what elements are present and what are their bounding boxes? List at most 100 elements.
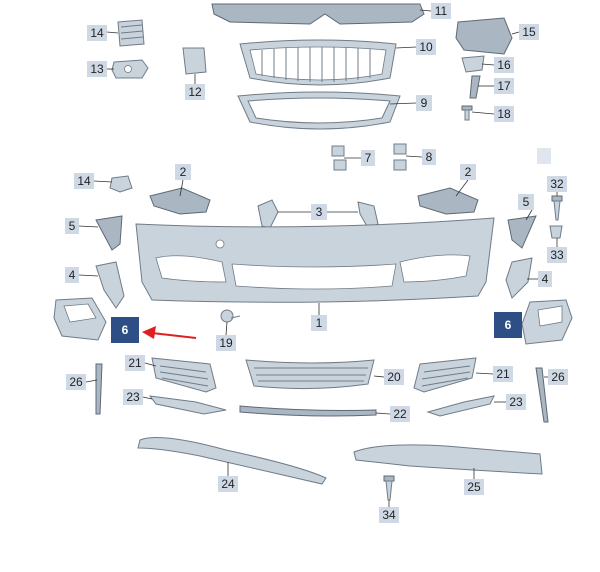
- callout-1[interactable]: 1: [311, 315, 327, 331]
- svg-text:33: 33: [550, 248, 564, 262]
- callout-18[interactable]: 18: [494, 106, 514, 122]
- callout-16[interactable]: 16: [494, 57, 514, 73]
- part-18-screw: [461, 105, 473, 121]
- callout-5-right[interactable]: 5: [518, 194, 534, 210]
- callout-8[interactable]: 8: [422, 149, 436, 165]
- callout-6-left[interactable]: 6: [111, 317, 139, 343]
- svg-text:16: 16: [497, 58, 511, 72]
- callout-32[interactable]: 32: [547, 176, 567, 192]
- part-23-trim-right: [426, 395, 495, 417]
- svg-text:4: 4: [69, 268, 76, 282]
- svg-text:24: 24: [221, 477, 235, 491]
- part-14-vent-top: [117, 19, 145, 47]
- svg-text:15: 15: [522, 25, 536, 39]
- part-2-bracket-left: [149, 187, 211, 215]
- part-6-cover-left: [53, 297, 107, 341]
- svg-text:23: 23: [509, 395, 523, 409]
- part-19-sensor: [220, 309, 241, 323]
- leader-lines: [78, 9, 558, 507]
- part-26-strip-right: [535, 367, 549, 423]
- callout-23-right[interactable]: 23: [506, 394, 526, 410]
- svg-text:3: 3: [316, 205, 323, 219]
- callout-11[interactable]: 11: [431, 3, 451, 19]
- callout-10[interactable]: 10: [416, 39, 436, 55]
- part-21-grille-left: [151, 357, 217, 393]
- callout-7[interactable]: 7: [361, 150, 375, 166]
- part-24-spoiler: [137, 437, 327, 485]
- callout-22[interactable]: 22: [390, 406, 410, 422]
- callout-2-right[interactable]: 2: [460, 164, 476, 180]
- callout-21-right[interactable]: 21: [493, 366, 513, 382]
- callout-2-left[interactable]: 2: [175, 164, 191, 180]
- part-4-bracket-left: [95, 261, 125, 309]
- part-12-clip: [182, 47, 207, 75]
- part-25-underbody: [353, 444, 543, 475]
- svg-text:34: 34: [382, 508, 396, 522]
- callout-17[interactable]: 17: [494, 78, 514, 94]
- svg-text:21: 21: [496, 367, 510, 381]
- callout-14-top[interactable]: 14: [87, 25, 107, 41]
- callout-3[interactable]: 3: [311, 204, 327, 220]
- svg-text:11: 11: [435, 4, 448, 18]
- part-7-clips: [331, 145, 347, 171]
- part-3-guide-right: [357, 201, 379, 229]
- callout-23-left[interactable]: 23: [123, 389, 143, 405]
- svg-text:14: 14: [90, 26, 104, 40]
- svg-text:18: 18: [497, 107, 511, 121]
- callout-9[interactable]: 9: [416, 95, 432, 111]
- svg-text:26: 26: [69, 375, 83, 389]
- callout-25[interactable]: 25: [464, 479, 484, 495]
- callout-14-side[interactable]: 14: [74, 173, 94, 189]
- svg-text:13: 13: [90, 62, 104, 76]
- callout-6-right[interactable]: 6: [494, 312, 522, 338]
- callout-13[interactable]: 13: [87, 61, 107, 77]
- callout-24[interactable]: 24: [218, 476, 238, 492]
- svg-text:6: 6: [505, 318, 512, 332]
- svg-text:6: 6: [122, 323, 129, 337]
- blank-square: [537, 148, 551, 164]
- part-1-bumper-cover: [135, 217, 495, 303]
- callout-21-left[interactable]: 21: [125, 355, 145, 371]
- svg-text:25: 25: [467, 480, 481, 494]
- part-32-screw: [551, 195, 563, 221]
- part-26-strip-left: [95, 363, 103, 415]
- part-5-deflector-right: [507, 215, 537, 249]
- callout-34[interactable]: 34: [379, 507, 399, 523]
- svg-text:22: 22: [393, 407, 407, 421]
- callout-12[interactable]: 12: [185, 84, 205, 100]
- part-8-clips: [393, 143, 407, 171]
- callout-26-left[interactable]: 26: [66, 374, 86, 390]
- svg-text:19: 19: [219, 336, 233, 350]
- part-34-screw: [383, 475, 395, 501]
- part-3-guide-left: [257, 199, 279, 229]
- callout-26-right[interactable]: 26: [548, 369, 568, 385]
- part-6-cover-right: [521, 299, 573, 345]
- svg-text:5: 5: [523, 195, 530, 209]
- svg-text:7: 7: [365, 151, 372, 165]
- callout-5-left[interactable]: 5: [65, 218, 79, 234]
- part-15-housing: [455, 17, 513, 55]
- part-5-deflector-left: [95, 215, 123, 251]
- callout-15[interactable]: 15: [519, 24, 539, 40]
- part-10-radiator-grille: [239, 39, 397, 86]
- part-16-bracket: [461, 55, 485, 73]
- svg-text:8: 8: [426, 150, 433, 164]
- red-arrow: [142, 326, 197, 339]
- callout-33[interactable]: 33: [547, 247, 567, 263]
- svg-text:12: 12: [188, 85, 202, 99]
- part-22-strip: [239, 405, 377, 417]
- callout-4-left[interactable]: 4: [65, 267, 79, 283]
- part-9-grille-frame: [237, 91, 401, 130]
- part-23-trim-left: [148, 395, 227, 415]
- svg-text:14: 14: [77, 174, 91, 188]
- callout-20[interactable]: 20: [384, 369, 404, 385]
- svg-text:2: 2: [465, 165, 472, 179]
- callout-4-right[interactable]: 4: [538, 271, 552, 287]
- svg-text:10: 10: [419, 40, 433, 54]
- svg-text:23: 23: [126, 390, 140, 404]
- part-2-bracket-right: [417, 187, 479, 215]
- callout-19[interactable]: 19: [216, 335, 236, 351]
- part-21-grille-right: [413, 357, 477, 393]
